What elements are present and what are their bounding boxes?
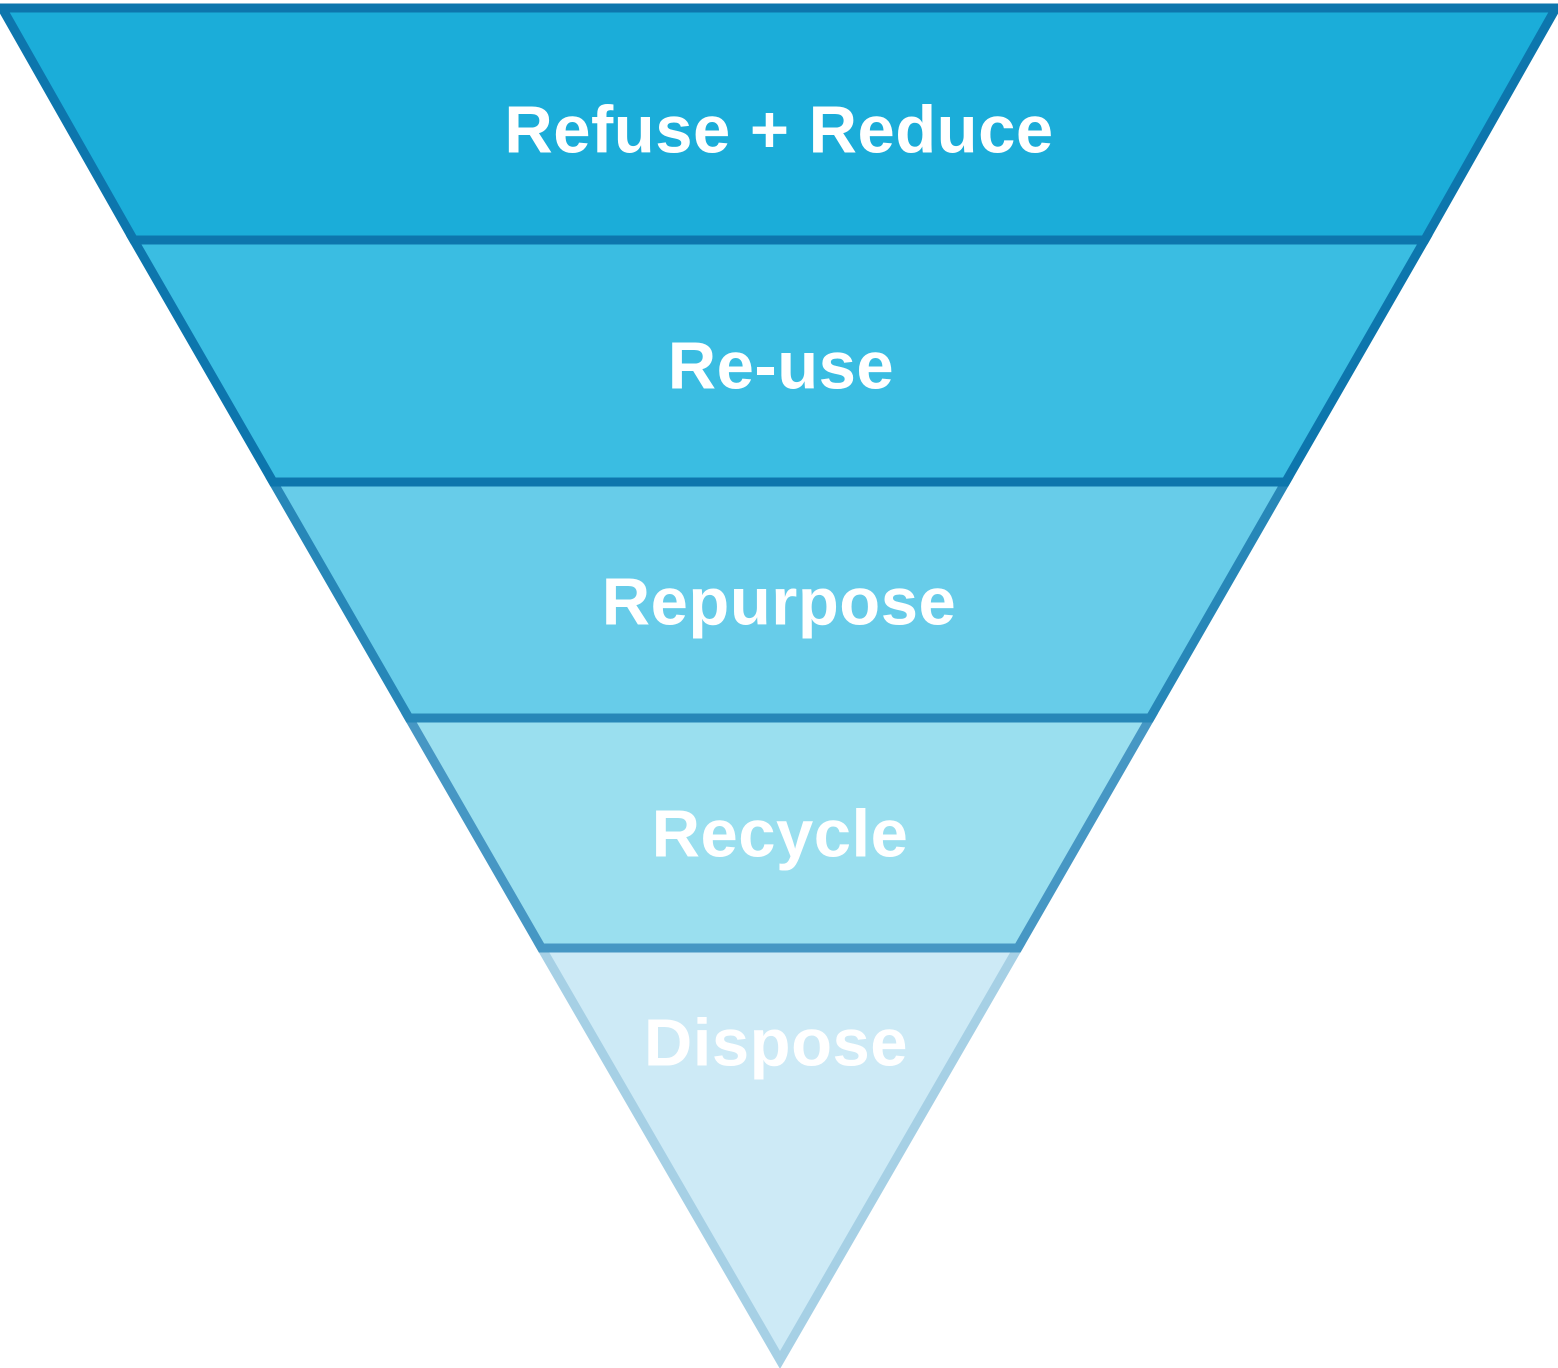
level-label-refuse-reduce: Refuse + Reduce [504, 93, 1053, 168]
level-label-dispose: Dispose [644, 1006, 908, 1081]
funnel-segment-refuse-reduce [0, 3, 1558, 245]
level-label-repurpose: Repurpose [602, 565, 956, 640]
level-label-recycle: Recycle [652, 797, 909, 872]
level-label-reuse: Re-use [668, 329, 894, 404]
